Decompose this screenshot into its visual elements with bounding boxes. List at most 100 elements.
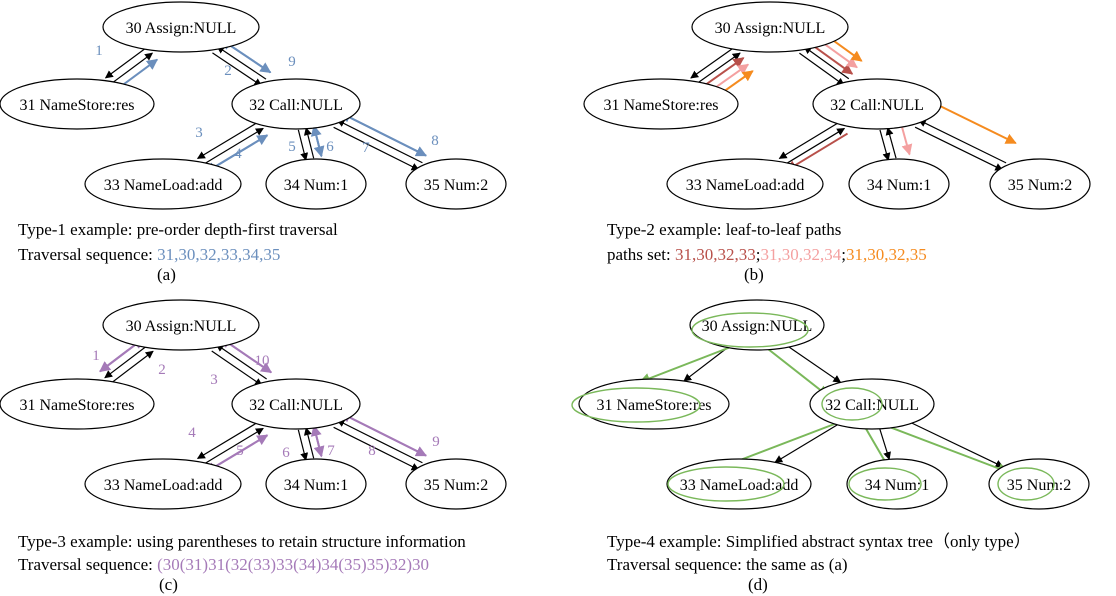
- node-34-ellipse: [265, 458, 367, 510]
- panel-b-path-2: 31,30,32,34: [760, 245, 842, 264]
- edge-30-32-down: [799, 52, 845, 86]
- node-34: 34 Num:1: [265, 458, 367, 510]
- node-35-ellipse: [405, 158, 507, 210]
- node-35: 35 Num:2: [989, 158, 1091, 210]
- node-32: 32 Call:NULL: [809, 378, 935, 430]
- node-33-label: 33 NameLoad:add: [686, 177, 805, 194]
- step-label-9: 9: [288, 54, 296, 70]
- node-30-ellipse: [691, 1, 849, 53]
- node-33-ellipse: [666, 158, 824, 210]
- step-label-5: 5: [236, 443, 244, 459]
- type-highlight-35: [997, 467, 1055, 501]
- node-30: 30 Assign:NULL: [102, 299, 260, 351]
- node-31-label: 31 NameStore:res: [603, 97, 718, 114]
- edge-35-32-up: [917, 119, 1007, 164]
- edge-32-30-up: [803, 46, 850, 80]
- node-35-label: 35 Num:2: [1007, 477, 1071, 494]
- step-label-4: 4: [234, 146, 242, 162]
- node-33-ellipse: [84, 158, 242, 210]
- node-33: 33 NameLoad:add: [666, 158, 824, 210]
- edge-33-32-up: [201, 127, 264, 166]
- step-label-3: 3: [195, 125, 203, 141]
- panel-b-paths-prefix: paths set:: [607, 245, 675, 264]
- step-label-9: 9: [432, 434, 440, 450]
- edge-35-32-up: [336, 419, 423, 464]
- path2-arrow-3: [900, 123, 913, 156]
- panel-c-sublabel: (c): [159, 575, 178, 594]
- node-35: 35 Num:2: [405, 158, 507, 210]
- node-32-ellipse: [812, 78, 942, 130]
- node-33: 33 NameLoad:add: [84, 158, 242, 210]
- edge-32-33-down: [778, 121, 841, 159]
- edge-32-34-down: [297, 429, 309, 461]
- node-33-label: 33 NameLoad:add: [680, 477, 799, 494]
- edge-31-30-up: [109, 52, 154, 85]
- node-31-label: 31 NameStore:res: [19, 97, 134, 114]
- node-34-ellipse: [265, 158, 367, 210]
- node-30: 30 Assign:NULL: [691, 1, 849, 53]
- node-31: 31 NameStore:res: [0, 78, 155, 130]
- traversal-arrow-6: [310, 124, 323, 157]
- node-30-label: 30 Assign:NULL: [126, 318, 237, 335]
- node-34-label: 34 Num:1: [865, 477, 929, 494]
- node-33: 33 NameLoad:add: [84, 458, 242, 510]
- node-32-ellipse: [809, 378, 935, 430]
- node-31-ellipse: [0, 78, 155, 130]
- panel-d-sequence-prefix: Traversal sequence:: [607, 555, 747, 574]
- edge-32-33-down: [196, 121, 260, 160]
- traversal-arrow-7: [310, 424, 323, 457]
- path1-arrow-3: [785, 132, 849, 172]
- node-31: 31 NameStore:res: [0, 378, 155, 430]
- edge-32-34-down: [297, 129, 309, 161]
- panel-b-caption-title: Type-2 example: leaf-to-leaf paths: [607, 220, 842, 239]
- node-34-label: 34 Num:1: [284, 477, 348, 494]
- node-34: 34 Num:1: [848, 158, 950, 210]
- node-34-ellipse: [846, 458, 948, 510]
- node-31-ellipse: [583, 78, 739, 130]
- type-highlight-34: [848, 467, 922, 501]
- step-label-1: 1: [95, 43, 103, 59]
- edge-30-31-down: [683, 347, 729, 382]
- node-30-label: 30 Assign:NULL: [702, 318, 813, 335]
- edge-31-30-up: [109, 350, 154, 385]
- node-35-ellipse: [988, 458, 1090, 510]
- edge-31-30-up: [695, 52, 741, 86]
- panel-d-sequence-value: the same as (a): [746, 555, 848, 574]
- node-30: 30 Assign:NULL: [689, 299, 825, 351]
- panel-c-sequence-prefix: Traversal sequence:: [18, 555, 158, 574]
- panel-d-caption-sequence: Traversal sequence: the same as (a): [607, 555, 848, 575]
- node-33-label: 33 NameLoad:add: [104, 177, 223, 194]
- edge-32-35-down: [911, 422, 1004, 468]
- node-34: 34 Num:1: [846, 458, 948, 510]
- panel-b-caption-paths: paths set: 31,30,32,33;31,30,32,34;31,30…: [607, 245, 927, 265]
- node-31-label: 31 NameStore:res: [596, 397, 711, 414]
- node-31-label: 31 NameStore:res: [19, 397, 134, 414]
- edge-30-32-down: [211, 350, 263, 387]
- step-label-6: 6: [282, 445, 290, 461]
- edge-32-35-down: [333, 426, 420, 471]
- edge-34-32-up: [885, 127, 897, 159]
- node-34-label: 34 Num:1: [284, 177, 348, 194]
- edge-34-32-up: [303, 127, 315, 159]
- node-30: 30 Assign:NULL: [102, 1, 260, 53]
- edge-30-31-down: [690, 46, 736, 79]
- node-30-label: 30 Assign:NULL: [715, 20, 826, 37]
- node-35: 35 Num:2: [988, 458, 1090, 510]
- node-33-ellipse: [666, 458, 812, 510]
- step-label-2: 2: [224, 63, 232, 79]
- panel-b-sublabel: (b): [744, 265, 764, 284]
- step-label-3: 3: [210, 372, 218, 388]
- edge-35-32-up: [336, 119, 423, 164]
- node-33: 33 NameLoad:add: [666, 458, 812, 510]
- node-35-label: 35 Num:2: [424, 477, 488, 494]
- node-32-ellipse: [231, 378, 361, 430]
- panel-a-sequence-prefix: Traversal sequence:: [18, 245, 158, 264]
- node-32-label: 32 Call:NULL: [830, 97, 924, 114]
- step-label-6: 6: [326, 139, 334, 155]
- step-label-2: 2: [158, 362, 166, 378]
- node-35-label: 35 Num:2: [424, 177, 488, 194]
- edge-30-31-down: [104, 344, 149, 379]
